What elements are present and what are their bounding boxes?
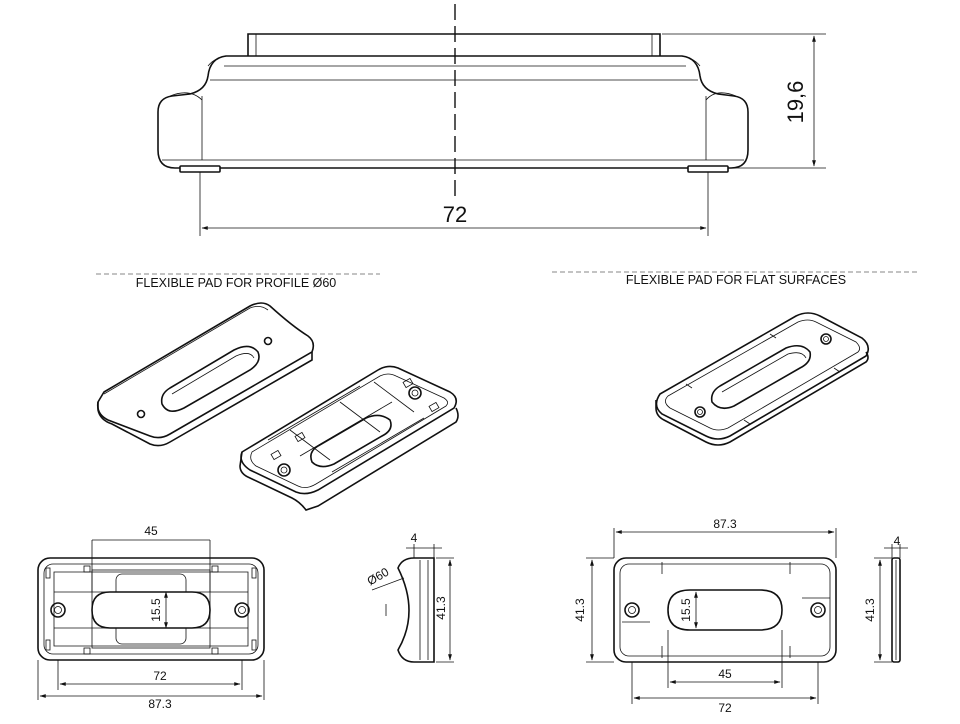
flat-plan-left-height: 41.3 xyxy=(573,598,587,622)
flat-pad-isometric xyxy=(655,312,870,446)
flat-plan-slot-width: 45 xyxy=(718,667,732,681)
flat-plan-bottom-width: 72 xyxy=(718,701,732,715)
front-height-dimension: 19,6 xyxy=(783,81,808,124)
flat-side-height: 41.3 xyxy=(863,598,877,622)
profile-plan-outer-width: 87.3 xyxy=(148,697,172,711)
profile-pad-isometric-bottom xyxy=(239,365,459,511)
profile-side-thickness: 4 xyxy=(411,531,418,545)
front-width-dimension: 72 xyxy=(443,202,467,227)
profile-side-diameter: Ø60 xyxy=(365,565,392,589)
profile-plan-slot-height: 15.5 xyxy=(149,598,163,622)
profile-pad-side-view: Ø60 4 41.3 xyxy=(365,531,454,663)
flat-plan-slot-height: 15.5 xyxy=(679,598,693,622)
flat-pad-plan-view: 87.3 41.3 15.5 45 72 xyxy=(573,517,837,715)
profile-pad-plan-view: 45 15.5 72 87.3 xyxy=(37,524,265,711)
flat-pad-side-view: 4 41.3 xyxy=(863,534,908,663)
front-elevation-view: 72 19,6 xyxy=(157,4,826,236)
flat-side-thickness: 4 xyxy=(894,534,901,548)
flat-plan-top-width: 87.3 xyxy=(713,517,737,531)
profile-pad-isometric-top xyxy=(96,302,315,447)
profile-plan-inner-width: 72 xyxy=(153,669,167,683)
caption-profile-pad: FLEXIBLE PAD FOR PROFILE Ø60 xyxy=(136,276,337,290)
caption-flat-pad: FLEXIBLE PAD FOR FLAT SURFACES xyxy=(626,273,846,287)
profile-plan-top-width: 45 xyxy=(144,524,158,538)
profile-side-height: 41.3 xyxy=(434,596,448,620)
